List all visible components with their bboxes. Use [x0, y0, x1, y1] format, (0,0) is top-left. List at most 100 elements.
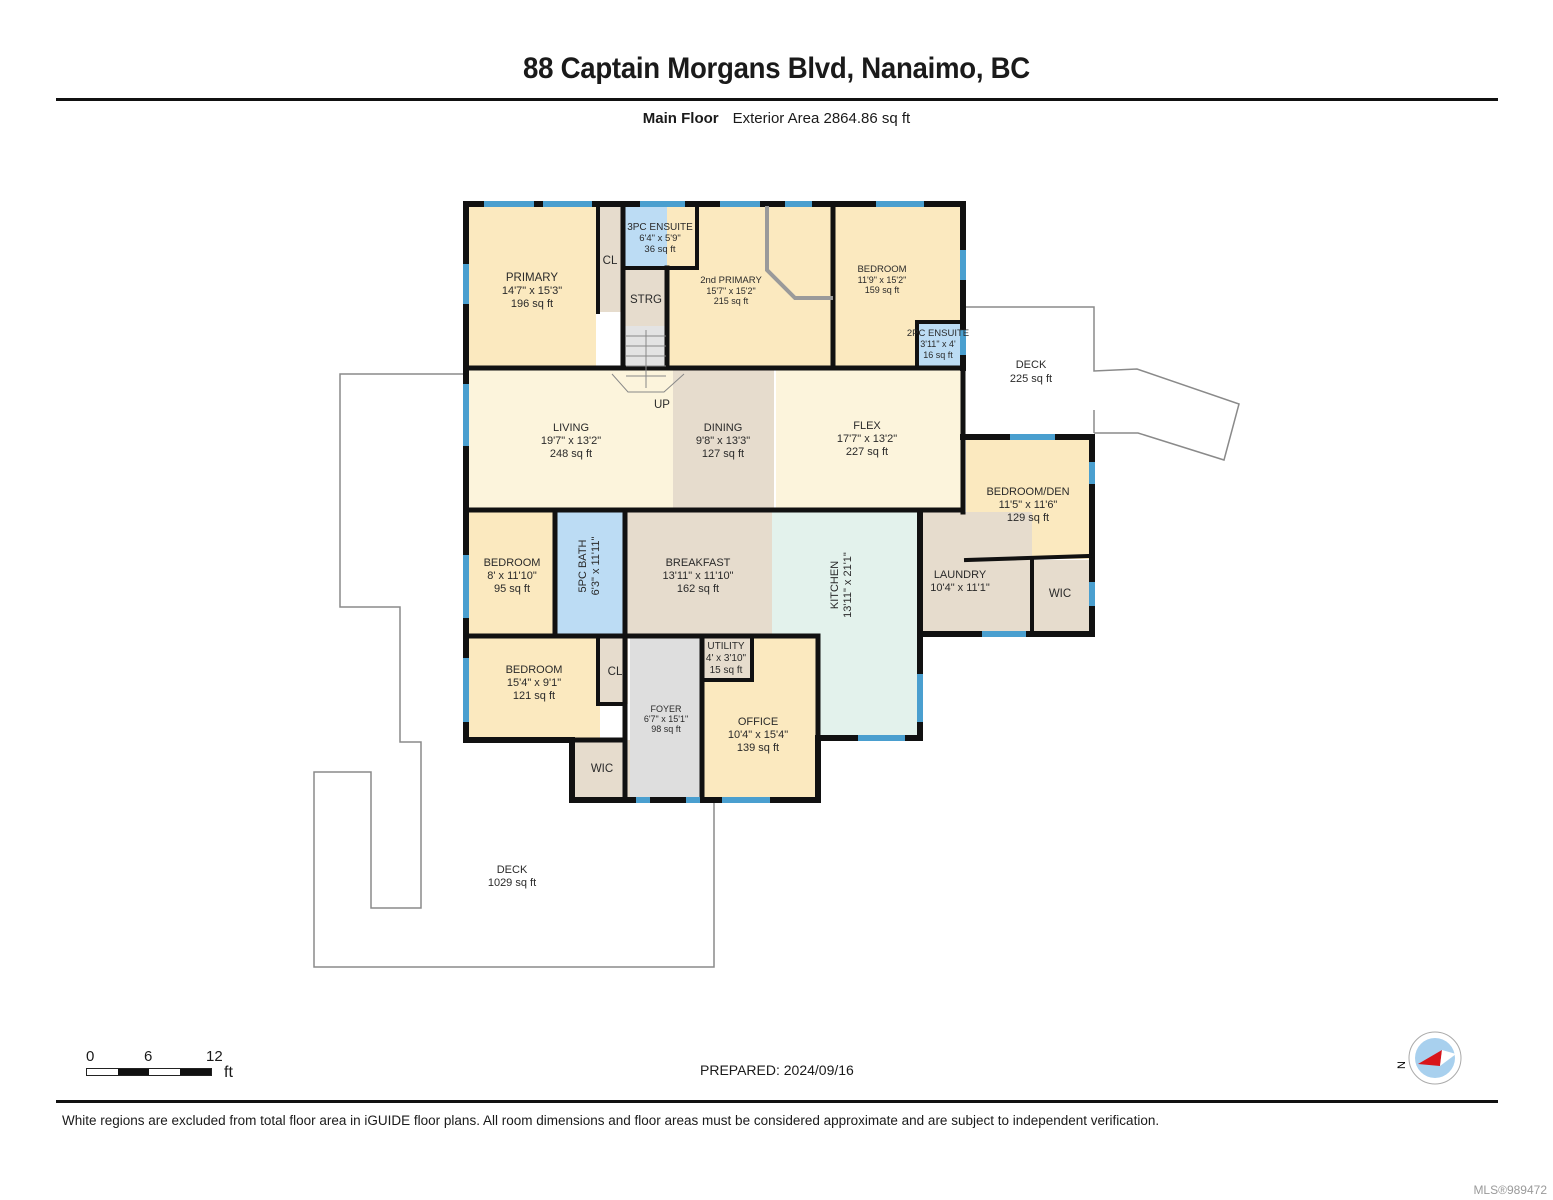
- label-primary-area: 196 sq ft: [511, 298, 553, 310]
- label-bedroom-sw-name: BEDROOM: [506, 664, 563, 676]
- label-bedroom-ne-area: 159 sq ft: [865, 285, 900, 295]
- label-2nd-primary-area: 215 sq ft: [714, 296, 749, 306]
- label-bedroom-sw-dims: 15'4" x 9'1": [507, 677, 561, 689]
- label-living-dims: 19'7" x 13'2": [541, 435, 601, 447]
- room-wic-south: [574, 740, 630, 798]
- label-bedroom-w-dims: 8' x 11'10": [487, 570, 537, 582]
- label-2nd-primary-dims: 15'7" x 15'2": [706, 286, 755, 296]
- room-bedroom-w: [468, 512, 556, 636]
- label-office-area: 139 sq ft: [737, 742, 779, 754]
- page-title: 88 Captain Morgans Blvd, Nanaimo, BC: [523, 52, 1030, 85]
- label-stairs-up: UP: [654, 399, 670, 411]
- room-wic-east: [1034, 560, 1090, 632]
- label-laundry-name: LAUNDRY: [934, 569, 987, 581]
- footer-divider: [56, 1100, 1498, 1103]
- label-deck-small-area: 225 sq ft: [1010, 373, 1052, 385]
- scale-tick-6: 6: [144, 1048, 153, 1065]
- label-2pc-ensuite-name: 2PC ENSUITE: [907, 328, 969, 339]
- label-laundry-dims: 10'4" x 11'1": [930, 582, 990, 594]
- label-flex-name: FLEX: [853, 420, 881, 432]
- room-5pc-bath: [557, 512, 625, 636]
- prepared-date: PREPARED: 2024/09/16: [700, 1062, 854, 1078]
- room-2nd-primary: [667, 206, 833, 366]
- room-2pc-ensuite: [918, 324, 961, 366]
- label-utility-dims: 4' x 3'10": [706, 653, 747, 664]
- room-fills: [468, 206, 1090, 798]
- label-utility-area: 15 sq ft: [710, 665, 743, 676]
- label-breakfast-dims: 13'11" x 11'10": [663, 570, 734, 582]
- label-utility-name: UTILITY: [707, 641, 745, 652]
- label-cl-top: CL: [603, 255, 618, 267]
- label-deck-large-name: DECK: [497, 864, 528, 876]
- label-bedroom-w-area: 95 sq ft: [494, 583, 530, 595]
- label-bedroom-ne-dims: 11'9" x 15'2": [858, 275, 907, 285]
- label-kitchen-dims: 13'11" x 21'1": [842, 552, 854, 618]
- label-deck-large-area: 1029 sq ft: [488, 877, 536, 889]
- label-office-name: OFFICE: [738, 716, 778, 728]
- label-bedroom-den-area: 129 sq ft: [1007, 512, 1049, 524]
- compass-icon: N: [1396, 1031, 1462, 1085]
- label-bedroom-w-name: BEDROOM: [484, 557, 541, 569]
- label-deck-small-name: DECK: [1016, 359, 1047, 371]
- label-dining-area: 127 sq ft: [702, 448, 744, 460]
- label-strg: STRG: [630, 294, 662, 306]
- label-5pc-bath-name: 5PC BATH: [577, 539, 589, 592]
- label-dining-name: DINING: [704, 422, 743, 434]
- disclaimer-text: White regions are excluded from total fl…: [62, 1113, 1160, 1128]
- label-3pc-ensuite-dims: 6'4" x 5'9": [639, 233, 681, 244]
- label-bedroom-ne-name: BEDROOM: [857, 264, 906, 275]
- label-office-dims: 10'4" x 15'4": [728, 729, 788, 741]
- label-breakfast-name: BREAKFAST: [666, 557, 731, 569]
- label-cl-bottom: CL: [608, 666, 623, 678]
- label-flex-area: 227 sq ft: [846, 446, 888, 458]
- scale-unit: ft: [224, 1064, 233, 1081]
- exterior-area: Exterior Area 2864.86 sq ft: [732, 110, 911, 127]
- floor-label: Main Floor: [642, 110, 719, 127]
- label-2pc-ensuite-dims: 3'11" x 4': [920, 339, 956, 349]
- light-walls: [765, 206, 833, 300]
- label-5pc-bath-dims: 6'3" x 11'11": [590, 537, 602, 596]
- label-bedroom-den-name: BEDROOM/DEN: [986, 486, 1069, 498]
- label-foyer-dims: 6'7" x 15'1": [644, 714, 688, 724]
- label-3pc-ensuite-area: 36 sq ft: [644, 244, 676, 255]
- room-dining: [673, 370, 774, 510]
- room-strg: [625, 270, 667, 326]
- label-primary-name: PRIMARY: [506, 272, 559, 284]
- scale-bar: 0 6 12 ft: [86, 1048, 233, 1081]
- room-living: [468, 370, 673, 510]
- mls-number: MLS®989472: [1473, 1183, 1547, 1197]
- compass-north-label: N: [1396, 1061, 1408, 1069]
- room-flex: [776, 370, 962, 508]
- deck-outlines: [313, 306, 1240, 968]
- label-primary-dims: 14'7" x 15'3": [502, 285, 562, 297]
- floor-subtitle: Main Floor Exterior Area 2864.86 sq ft: [0, 110, 1553, 127]
- label-foyer-area: 98 sq ft: [651, 724, 681, 734]
- room-primary: [468, 206, 596, 366]
- staircase: [611, 330, 685, 393]
- room-breakfast: [627, 512, 772, 638]
- room-foyer: [630, 638, 702, 798]
- label-breakfast-area: 162 sq ft: [677, 583, 719, 595]
- label-kitchen-name: KITCHEN: [829, 561, 841, 609]
- label-flex-dims: 17'7" x 13'2": [837, 433, 897, 445]
- label-wic-south: WIC: [591, 763, 613, 775]
- label-wic-east: WIC: [1049, 588, 1071, 600]
- header-divider: [56, 98, 1498, 101]
- scale-bar-graphic: [86, 1068, 212, 1076]
- label-bedroom-sw-area: 121 sq ft: [513, 690, 555, 702]
- scale-tick-12: 12: [206, 1048, 223, 1065]
- label-2pc-ensuite-area: 16 sq ft: [923, 350, 953, 360]
- label-2nd-primary-name: 2nd PRIMARY: [700, 275, 762, 286]
- label-3pc-ensuite-name: 3PC ENSUITE: [627, 222, 693, 233]
- windows: [463, 201, 1095, 803]
- label-living-name: LIVING: [553, 422, 589, 434]
- room-cl-top: [596, 206, 622, 312]
- room-laundry: [922, 512, 1032, 632]
- label-dining-dims: 9'8" x 13'3": [696, 435, 750, 447]
- label-foyer-name: FOYER: [650, 704, 682, 714]
- scale-tick-0: 0: [86, 1048, 95, 1065]
- label-bedroom-den-dims: 11'5" x 11'6": [999, 499, 1058, 511]
- room-bedroom-sw: [468, 638, 600, 738]
- label-living-area: 248 sq ft: [550, 448, 592, 460]
